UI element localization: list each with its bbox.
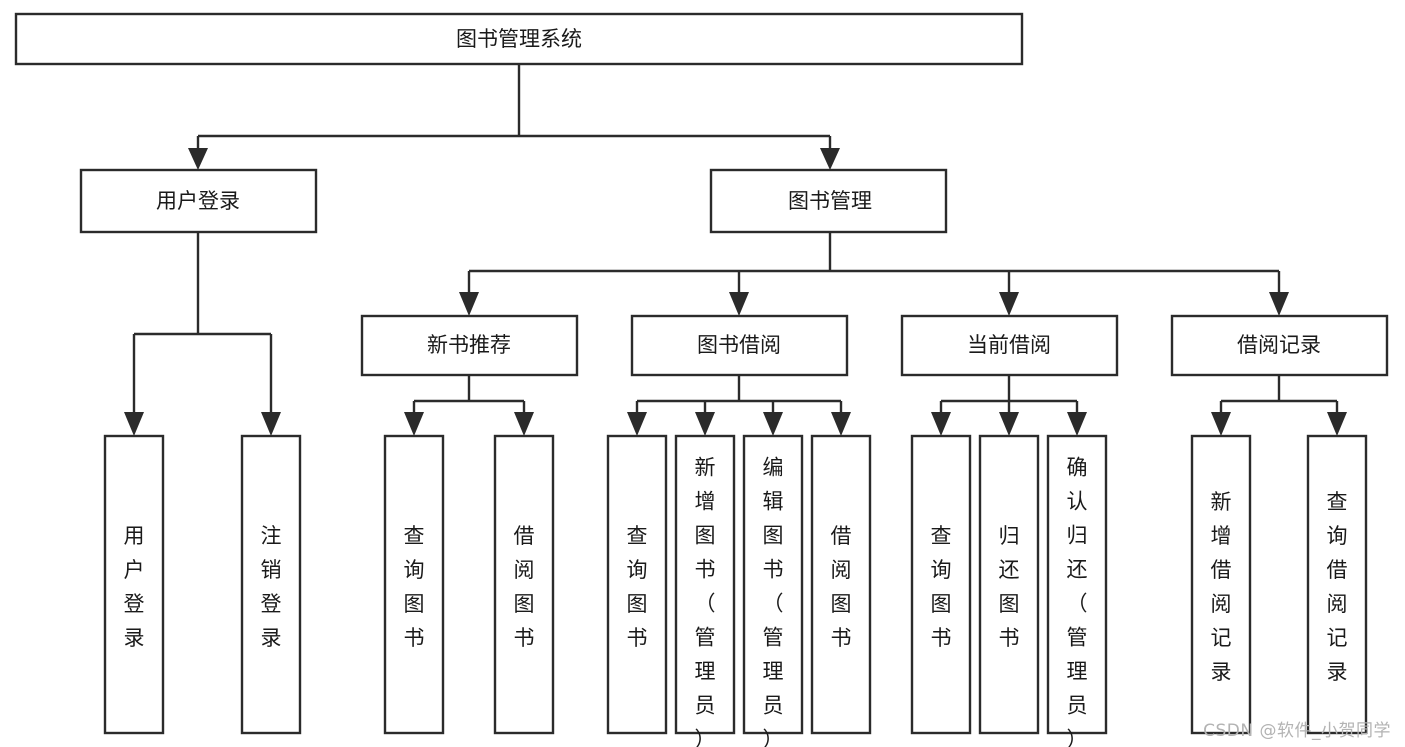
arrow-head-borrow-record xyxy=(1269,292,1289,316)
node-borrow-record[interactable]: 借阅记录 xyxy=(1170,314,1389,377)
arrow-head-leaf-confirm-return xyxy=(1067,412,1087,436)
node-user-login-box[interactable] xyxy=(79,168,318,234)
node-leaf-add-record-label: 新增借阅记录 xyxy=(1211,490,1232,684)
connector-layer xyxy=(124,64,1347,436)
node-root[interactable]: 图书管理系统 xyxy=(14,12,1024,66)
node-borrow-record-box[interactable] xyxy=(1170,314,1389,377)
node-leaf-edit-book[interactable]: 编辑图书（管理员） xyxy=(742,434,804,747)
node-leaf-add-book-label: 新增图书（管理员） xyxy=(695,456,716,747)
node-leaf-query-book-2-box[interactable] xyxy=(606,434,668,735)
arrow-head-leaf-add-record xyxy=(1211,412,1231,436)
node-book-manage-label: 图书管理 xyxy=(788,189,872,213)
node-leaf-borrow-book-1-label: 借阅图书 xyxy=(514,524,535,650)
node-book-borrow-box[interactable] xyxy=(630,314,849,377)
node-current-borrow-box[interactable] xyxy=(900,314,1119,377)
node-new-book-recommend-label: 新书推荐 xyxy=(427,333,511,357)
arrow-head-user-login xyxy=(188,148,208,170)
arrow-head-book-manage xyxy=(820,148,840,170)
node-leaf-add-record-box[interactable] xyxy=(1190,434,1252,735)
node-book-borrow[interactable]: 图书借阅 xyxy=(630,314,849,377)
arrow-head-book-borrow xyxy=(729,292,749,316)
node-leaf-user-logout-label: 注销登录 xyxy=(261,524,282,650)
node-leaf-user-login-box[interactable] xyxy=(103,434,165,735)
node-leaf-add-record[interactable]: 新增借阅记录 xyxy=(1190,434,1252,735)
node-leaf-query-book-2[interactable]: 查询图书 xyxy=(606,434,668,735)
node-current-borrow[interactable]: 当前借阅 xyxy=(900,314,1119,377)
node-leaf-query-record-label: 查询借阅记录 xyxy=(1327,490,1348,684)
node-current-borrow-label: 当前借阅 xyxy=(967,333,1051,357)
node-leaf-borrow-book-2-label: 借阅图书 xyxy=(831,524,852,650)
node-leaf-edit-book-label: 编辑图书（管理员） xyxy=(763,456,784,747)
node-book-manage[interactable]: 图书管理 xyxy=(709,168,948,234)
arrow-head-leaf-user-logout xyxy=(261,412,281,436)
node-book-borrow-label: 图书借阅 xyxy=(697,333,781,357)
node-new-book-recommend[interactable]: 新书推荐 xyxy=(360,314,579,377)
node-leaf-query-book-1[interactable]: 查询图书 xyxy=(383,434,445,735)
arrow-head-current-borrow xyxy=(999,292,1019,316)
node-leaf-query-book-1-box[interactable] xyxy=(383,434,445,735)
node-leaf-return-book[interactable]: 归还图书 xyxy=(978,434,1040,735)
node-leaf-user-logout[interactable]: 注销登录 xyxy=(240,434,302,735)
node-leaf-query-record-box[interactable] xyxy=(1306,434,1368,735)
csdn-watermark: CSDN @软件_小贺同学 xyxy=(1203,721,1391,741)
arrow-head-new-book-recommend xyxy=(459,292,479,316)
node-root-label: 图书管理系统 xyxy=(456,27,582,51)
node-leaf-borrow-book-1[interactable]: 借阅图书 xyxy=(493,434,555,735)
node-leaf-confirm-return-box[interactable] xyxy=(1046,434,1108,735)
arrow-head-leaf-borrow-book-1 xyxy=(514,412,534,436)
arrow-head-leaf-user-login xyxy=(124,412,144,436)
node-leaf-borrow-book-2[interactable]: 借阅图书 xyxy=(810,434,872,735)
node-leaf-query-book-3[interactable]: 查询图书 xyxy=(910,434,972,735)
node-book-manage-box[interactable] xyxy=(709,168,948,234)
arrow-head-leaf-query-book-2 xyxy=(627,412,647,436)
node-leaf-query-book-3-label: 查询图书 xyxy=(931,524,952,650)
node-borrow-record-label: 借阅记录 xyxy=(1237,333,1321,357)
arrow-head-leaf-borrow-book-2 xyxy=(831,412,851,436)
node-leaf-return-book-label: 归还图书 xyxy=(999,524,1020,650)
node-user-login[interactable]: 用户登录 xyxy=(79,168,318,234)
node-leaf-query-book-1-label: 查询图书 xyxy=(404,524,425,650)
node-new-book-recommend-box[interactable] xyxy=(360,314,579,377)
node-leaf-user-logout-box[interactable] xyxy=(240,434,302,735)
node-leaf-query-book-3-box[interactable] xyxy=(910,434,972,735)
node-leaf-add-book-box[interactable] xyxy=(674,434,736,735)
node-user-login-label: 用户登录 xyxy=(156,189,240,213)
arrow-head-leaf-query-record xyxy=(1327,412,1347,436)
node-leaf-user-login[interactable]: 用户登录 xyxy=(103,434,165,735)
node-leaf-user-login-label: 用户登录 xyxy=(124,524,145,650)
arrow-head-leaf-add-book xyxy=(695,412,715,436)
node-leaf-add-book[interactable]: 新增图书（管理员） xyxy=(674,434,736,747)
node-leaf-borrow-book-1-box[interactable] xyxy=(493,434,555,735)
arrow-head-leaf-query-book-3 xyxy=(931,412,951,436)
node-root-box[interactable] xyxy=(14,12,1024,66)
node-leaf-query-record[interactable]: 查询借阅记录 xyxy=(1306,434,1368,735)
node-leaf-confirm-return-label: 确认归还（管理员） xyxy=(1067,456,1088,747)
arrow-head-leaf-query-book-1 xyxy=(404,412,424,436)
node-leaf-return-book-box[interactable] xyxy=(978,434,1040,735)
arrow-head-leaf-return-book xyxy=(999,412,1019,436)
node-leaf-query-book-2-label: 查询图书 xyxy=(627,524,648,650)
node-leaf-edit-book-box[interactable] xyxy=(742,434,804,735)
node-leaf-borrow-book-2-box[interactable] xyxy=(810,434,872,735)
arrow-head-leaf-edit-book xyxy=(763,412,783,436)
node-leaf-confirm-return[interactable]: 确认归还（管理员） xyxy=(1046,434,1108,747)
